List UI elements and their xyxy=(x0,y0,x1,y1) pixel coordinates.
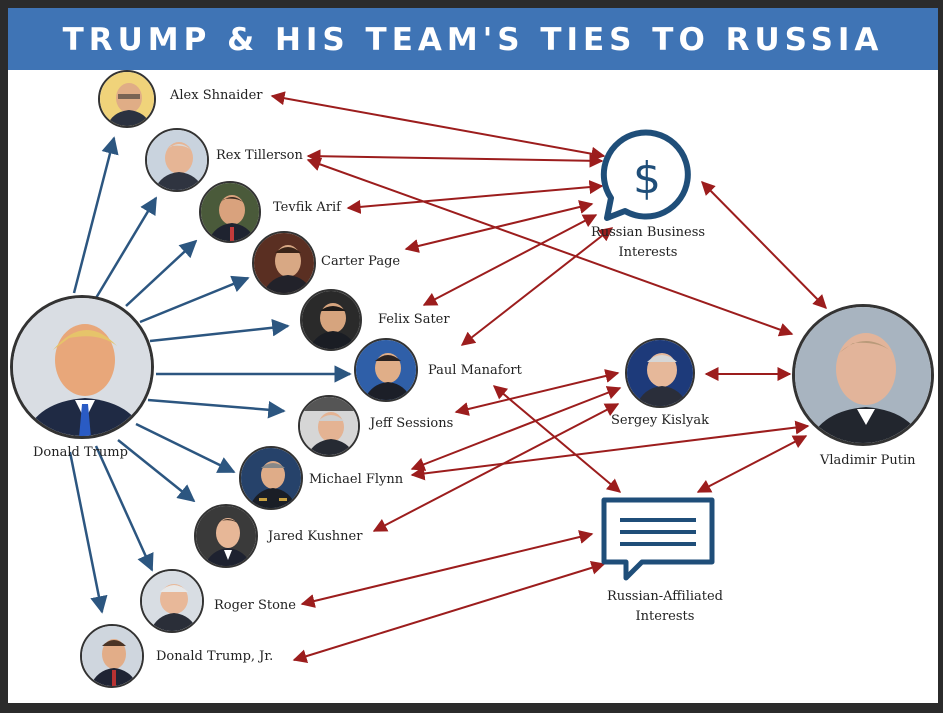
shnaider-portrait xyxy=(98,70,156,128)
trumpjr-portrait xyxy=(80,624,144,688)
trump-to-sater-arrow xyxy=(149,319,290,343)
flynn-label: Michael Flynn xyxy=(309,472,404,487)
affiliated-hub-label-line1: Russian-Affiliated xyxy=(606,589,724,604)
affiliated-hub-label-line2: Interests xyxy=(635,609,695,624)
trump-to-kushner-arrow xyxy=(117,439,196,503)
trump-to-shnaider-arrow xyxy=(72,136,119,294)
business-hub-label-line2: Interests xyxy=(618,245,678,260)
russia-arrows-group xyxy=(270,91,827,663)
shnaider-to-business-arrow xyxy=(270,91,606,161)
arif-portrait xyxy=(199,181,261,243)
putin-to-business-arrow xyxy=(701,181,827,309)
document-speech-bubble-icon xyxy=(601,497,715,581)
trump-to-arif-arrow xyxy=(125,239,198,307)
business-hub-label: Russian Business Interests xyxy=(578,223,718,263)
manafort-to-business-arrow xyxy=(460,227,614,346)
kushner-to-kislyak-arrow xyxy=(372,403,620,532)
trump-to-stone-arrow xyxy=(94,445,154,572)
kushner-label: Jared Kushner xyxy=(268,529,363,544)
flynn-portrait xyxy=(239,446,303,510)
trump-to-sessions-arrow xyxy=(147,398,286,419)
business-hub-label-line1: Russian Business xyxy=(590,225,706,240)
sessions-to-kislyak-arrow xyxy=(454,369,620,416)
tillerson-to-putin-arrow xyxy=(306,157,794,337)
page-title: TRUMP & HIS TEAM'S TIES TO RUSSIA xyxy=(62,22,884,58)
connection-diagram: $ xyxy=(68,91,827,663)
page-portrait xyxy=(252,231,316,295)
infographic-frame: TRUMP & HIS TEAM'S TIES TO RUSSIA $ xyxy=(8,8,938,703)
kushner-portrait xyxy=(194,504,258,568)
manafort-label: Paul Manafort xyxy=(428,363,522,378)
sater-portrait xyxy=(300,289,362,351)
kislyak-label: Sergey Kislyak xyxy=(611,413,709,428)
manafort-to-affiliated-arrow xyxy=(492,385,622,493)
putin-portrait xyxy=(792,304,934,446)
trump-to-flynn-arrow xyxy=(135,422,236,474)
trumpjr-to-affiliated-arrow xyxy=(292,561,606,663)
stone-to-affiliated-arrow xyxy=(300,530,594,608)
dollar-speech-bubble-icon: $ xyxy=(600,129,691,221)
trump-to-page-arrow xyxy=(139,275,250,324)
putin-label: Vladimir Putin xyxy=(820,453,916,468)
trump-to-tillerson-arrow xyxy=(94,196,158,299)
page-to-business-arrow xyxy=(404,200,594,253)
trump-label: Donald Trump xyxy=(33,445,128,460)
tillerson-to-business-arrow xyxy=(306,149,604,168)
trump-portrait xyxy=(10,295,154,439)
stone-portrait xyxy=(140,569,204,633)
affiliated-hub-label: Russian-Affiliated Interests xyxy=(590,587,740,627)
sessions-label: Jeff Sessions xyxy=(370,416,454,431)
trumpjr-label: Donald Trump, Jr. xyxy=(156,649,274,664)
flynn-to-putin-arrow xyxy=(410,420,810,481)
title-bar: TRUMP & HIS TEAM'S TIES TO RUSSIA xyxy=(8,8,938,70)
tillerson-portrait xyxy=(145,128,209,192)
tillerson-label: Rex Tillerson xyxy=(216,148,303,163)
manafort-portrait xyxy=(354,338,418,402)
page-label: Carter Page xyxy=(321,254,401,269)
trump-arrows-group xyxy=(68,136,352,614)
arif-to-business-arrow xyxy=(346,180,604,214)
arif-label: Tevfik Arif xyxy=(273,200,341,215)
svg-text:$: $ xyxy=(633,153,661,204)
shnaider-label: Alex Shnaider xyxy=(170,88,263,103)
putin-to-affiliated-arrow xyxy=(696,435,808,493)
sessions-portrait xyxy=(298,395,360,457)
trump-to-trumpjr-arrow xyxy=(68,451,108,614)
kislyak-portrait xyxy=(625,338,695,408)
sater-label: Felix Sater xyxy=(378,312,450,327)
stone-label: Roger Stone xyxy=(214,598,296,613)
